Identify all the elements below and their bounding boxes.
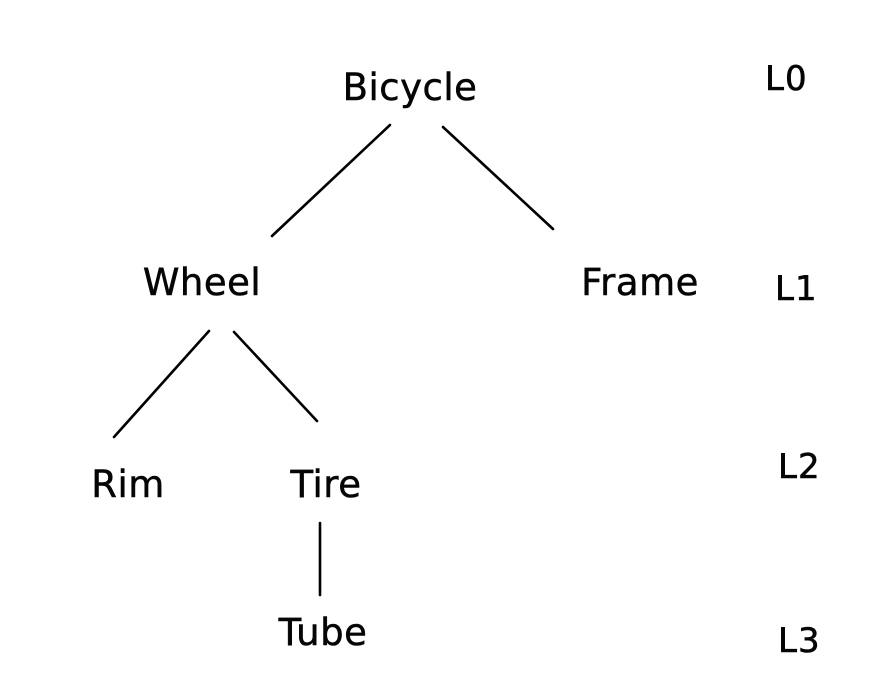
node-wheel[interactable]: Wheel (143, 261, 261, 305)
edge-wheel-to-rim (112, 329, 211, 439)
edge-bicycle-to-wheel (270, 123, 392, 238)
node-bicycle[interactable]: Bicycle (342, 66, 478, 110)
edges-group (112, 123, 555, 597)
node-rim[interactable]: Rim (91, 463, 165, 507)
node-frame[interactable]: Frame (581, 261, 699, 305)
node-tire[interactable]: Tire (289, 463, 362, 507)
edge-bicycle-to-frame (441, 125, 555, 231)
level-label-l1: L1 (775, 269, 818, 309)
node-tube[interactable]: Tube (277, 611, 368, 655)
edge-wheel-to-tire (232, 330, 319, 423)
level-label-l3: L3 (778, 621, 821, 661)
level-label-l2: L2 (778, 447, 821, 487)
level-label-l0: L0 (765, 59, 808, 99)
